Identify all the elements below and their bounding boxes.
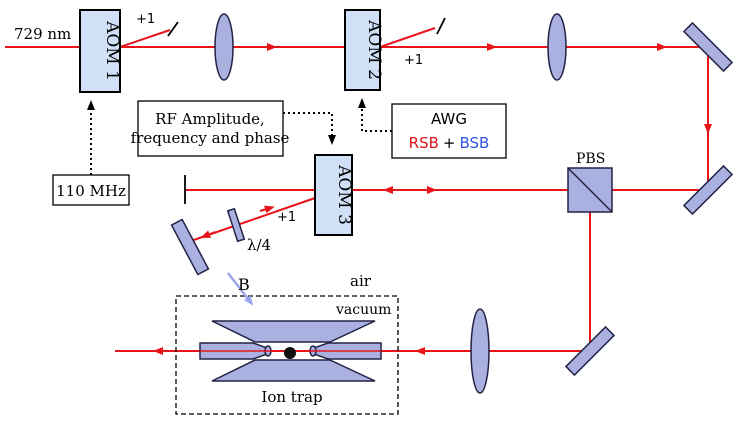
trapped-ion (284, 347, 296, 359)
order-label-aom1: +1 (136, 12, 155, 27)
lens-2 (547, 13, 567, 81)
rf-frequency: 110 MHz (56, 182, 126, 200)
beam-dump (167, 21, 179, 37)
b-field-arrow (227, 272, 254, 306)
order-label-aom3: +1 (277, 210, 296, 225)
b-field-label: B (238, 275, 250, 294)
mirror-retro (170, 218, 210, 276)
vacuum-chamber (175, 295, 399, 415)
mirror-bottom-right (564, 325, 616, 377)
awg-box: AWG RSB+BSB (391, 103, 507, 159)
vacuum-label: vacuum (335, 302, 391, 318)
trap-electrode-bottom (211, 359, 376, 382)
beam-arrow (200, 230, 216, 238)
rf-control-box: RF Amplitude, frequency and phase (131, 100, 290, 157)
mirror-right (682, 164, 734, 216)
lens-1 (214, 13, 234, 81)
wavelength-label: 729 nm (14, 25, 71, 43)
aom3: AOM 3 (314, 154, 354, 236)
plus-label: + (443, 134, 456, 152)
aom1: AOM 1 (79, 9, 122, 93)
trap-electrode-top (211, 320, 376, 343)
rf-source-box: 110 MHz (52, 174, 130, 206)
order-label-aom2: +1 (404, 53, 423, 68)
aom3-label: AOM 3 (334, 164, 354, 225)
lens-3 (470, 308, 490, 394)
air-label: air (350, 272, 372, 290)
rsb-label: RSB (409, 134, 439, 152)
beam-dump (436, 17, 446, 35)
ion-trap-label: Ion trap (261, 388, 322, 406)
awg-signals: RSB+BSB (409, 134, 490, 152)
pbs-label: PBS (576, 151, 605, 167)
pbs-cube (567, 167, 613, 213)
rf-control-line2: frequency and phase (131, 129, 290, 147)
awg-link-aom2 (358, 98, 392, 132)
quarter-wave-label: λ/4 (247, 236, 271, 254)
beam-aom1-order (119, 29, 171, 48)
aom1-label: AOM 1 (102, 20, 122, 81)
aom2: AOM 2 (344, 9, 384, 91)
quarter-wave-plate (226, 207, 246, 243)
ion-trap (199, 320, 382, 382)
aom2-label: AOM 2 (364, 19, 384, 80)
beam-arrow (259, 205, 275, 214)
bsb-label: BSB (459, 134, 489, 152)
awg-title: AWG (431, 110, 467, 128)
beam-aom2-order (379, 27, 436, 48)
rf-control-link-aom3 (283, 112, 336, 145)
beam-direction-arrows (153, 43, 712, 355)
rf-control-line1: RF Amplitude, (155, 110, 265, 128)
mirror-top-right (682, 21, 734, 73)
